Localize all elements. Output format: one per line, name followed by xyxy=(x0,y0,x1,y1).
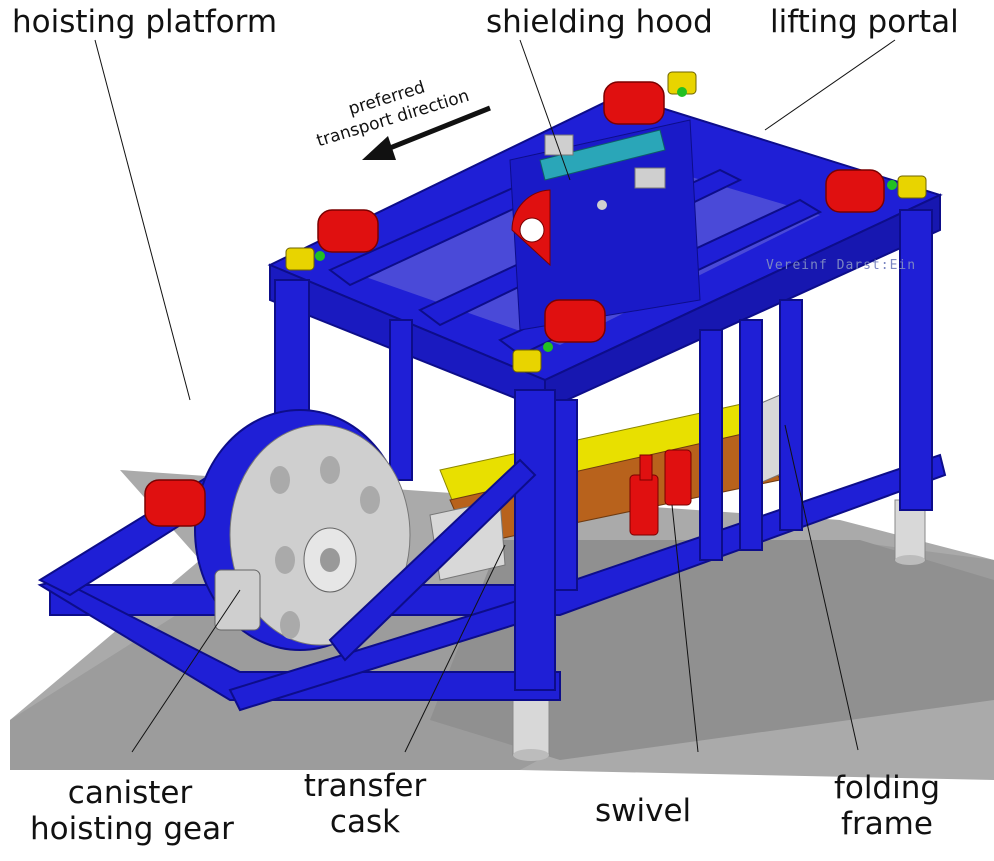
watermark-text: Vereinf Darst:Ein xyxy=(766,258,917,273)
label-transfer-cask: transfer cask xyxy=(290,768,440,840)
label-lifting-portal: lifting portal xyxy=(770,4,959,40)
drive-motors xyxy=(144,81,885,527)
label-hoisting-platform: hoisting platform xyxy=(12,4,278,40)
label-canister-hoisting-gear: canister hoisting gear xyxy=(30,775,234,847)
transfer-line-1: transfer xyxy=(303,768,427,804)
folding-line-2: frame xyxy=(841,806,933,842)
leader-lines xyxy=(94,39,896,753)
label-folding-frame: folding frame xyxy=(812,770,962,842)
transport-direction-arrow xyxy=(362,105,491,160)
label-swivel: swivel xyxy=(595,793,692,829)
corner-jacks xyxy=(285,71,927,373)
canister-line-1: canister xyxy=(67,775,193,811)
hood-gear xyxy=(511,189,551,267)
label-shielding-hood: shielding hood xyxy=(486,4,713,40)
canister-hoisting-wheel xyxy=(194,409,411,651)
canister-line-2: hoisting gear xyxy=(30,811,234,847)
swivel-clamps xyxy=(629,449,692,536)
green-couplings xyxy=(315,87,897,352)
shielding-hood xyxy=(509,119,701,331)
folding-line-1: folding xyxy=(833,770,941,806)
transfer-line-2: cask xyxy=(329,804,401,840)
diagonal-brace xyxy=(328,458,537,662)
